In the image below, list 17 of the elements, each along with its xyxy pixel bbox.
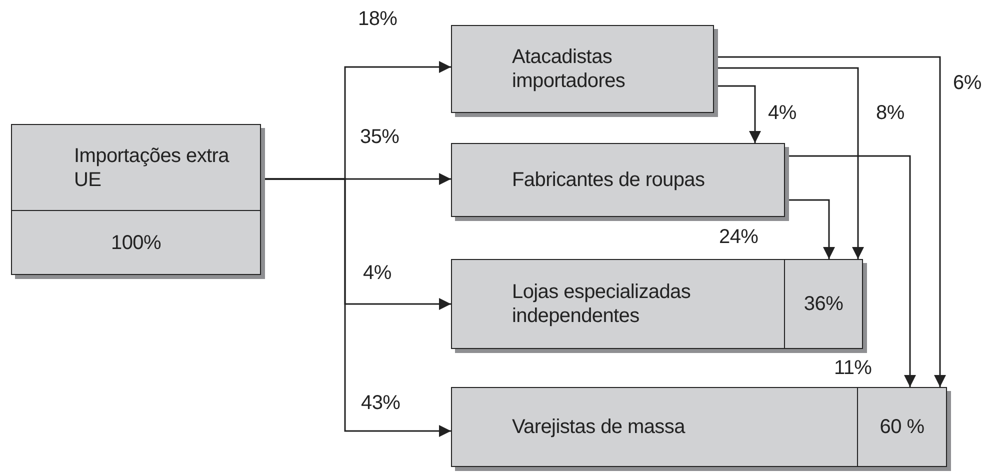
edge-label: 11% xyxy=(834,357,872,380)
box-label: Importações extra UE xyxy=(74,144,230,192)
box-label: Lojas especializadas independentes xyxy=(512,280,692,328)
share-value: 60 % xyxy=(880,415,924,439)
box-label: Atacadistas importadores xyxy=(512,45,626,93)
edge-label: 4% xyxy=(768,102,796,125)
box-label: Fabricantes de roupas xyxy=(512,168,705,192)
edge-label: 8% xyxy=(876,102,904,125)
share-value: 36% xyxy=(804,292,844,316)
share-value: 100% xyxy=(111,230,161,254)
edge-label: 6% xyxy=(953,72,982,95)
box-label: Varejistas de massa xyxy=(512,415,685,439)
edge-label: 18% xyxy=(358,8,398,31)
edge-label: 43% xyxy=(361,392,400,415)
edge-label: 35% xyxy=(360,126,400,149)
edge-label: 24% xyxy=(719,226,758,249)
edge-label: 4% xyxy=(363,262,392,285)
